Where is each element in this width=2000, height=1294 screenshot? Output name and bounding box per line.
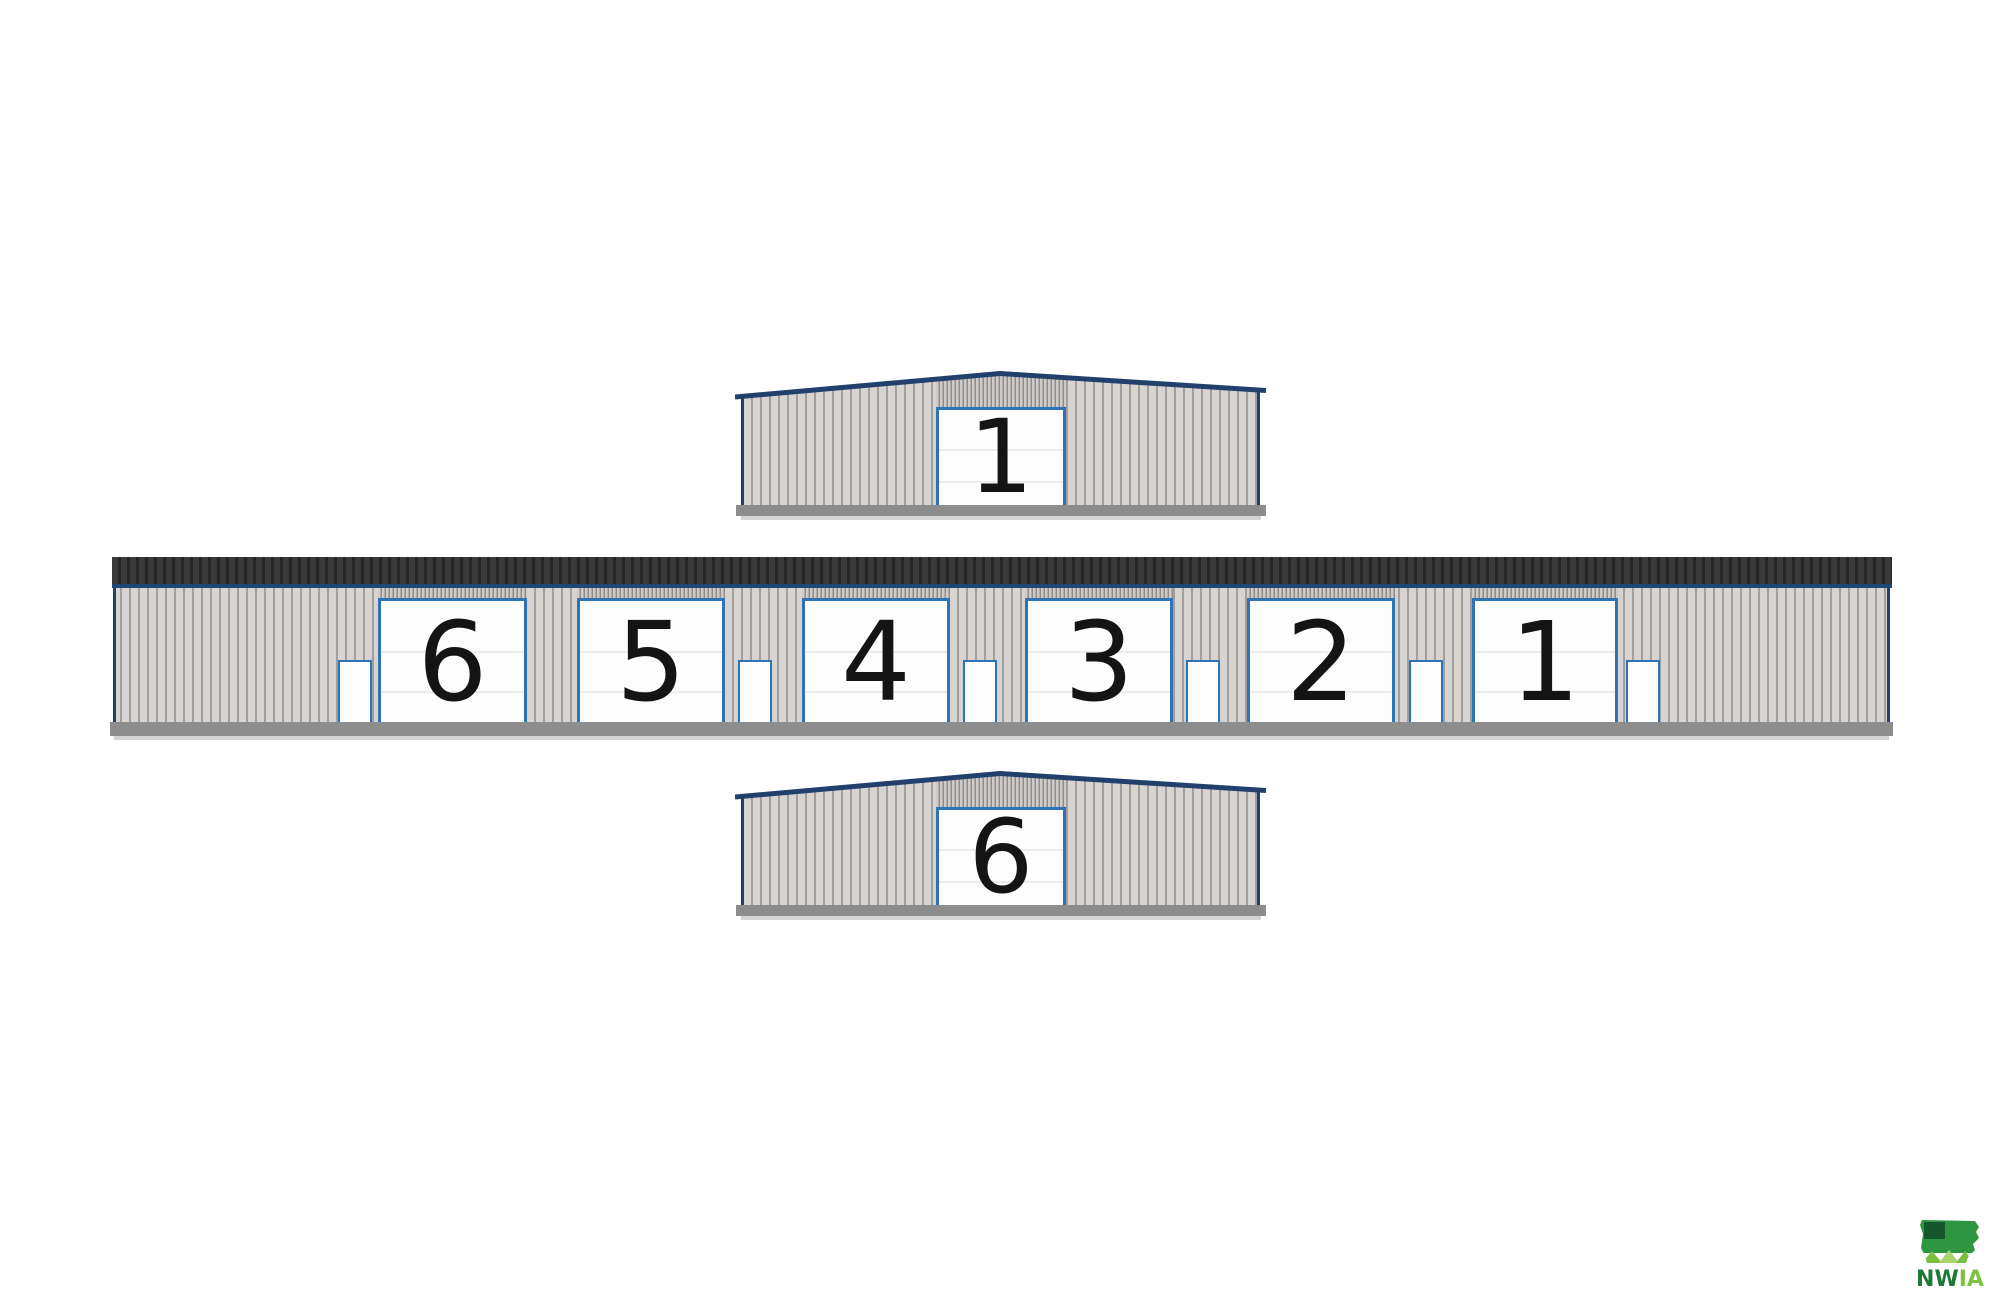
corner-trim-left: [741, 795, 744, 905]
foundation-shadow: [741, 516, 1261, 520]
unit-door-south-end[interactable]: 6: [936, 806, 1066, 908]
foundation-shadow: [741, 916, 1261, 920]
corner-trim-left: [741, 395, 744, 505]
foundation: [736, 905, 1266, 916]
roof-band: [112, 557, 1892, 584]
logo-text: NWIA: [1916, 1267, 1984, 1292]
door-header-siding: [1025, 588, 1173, 598]
foundation-shadow: [114, 736, 1889, 740]
unit-door-north-end[interactable]: 1: [936, 406, 1066, 508]
unit-number: 5: [616, 597, 686, 726]
nw-quadrant: [1924, 1222, 1945, 1239]
corner-trim-right: [1257, 792, 1260, 905]
unit-number: 6: [417, 597, 488, 726]
unit-door-4[interactable]: 4: [802, 598, 950, 722]
door-header-siding: [378, 588, 527, 598]
unit-door-5[interactable]: 5: [577, 598, 725, 722]
man-door: [738, 660, 772, 722]
nwia-logo: NWIA: [1916, 1220, 1984, 1292]
unit-number: 6: [968, 797, 1034, 917]
hill-icon: [1938, 1250, 1960, 1263]
building-end-view-north: 1: [735, 371, 1267, 525]
unit-door-1[interactable]: 1: [1472, 598, 1618, 722]
door-header-siding: [1472, 588, 1618, 598]
door-header-siding: [802, 588, 950, 598]
unit-door-3[interactable]: 3: [1025, 598, 1173, 722]
unit-number: 2: [1286, 597, 1356, 726]
roof-trim-line: [112, 584, 1892, 588]
hill-icon: [1921, 1251, 1943, 1263]
man-door: [338, 660, 372, 722]
corner-trim-right: [1887, 588, 1890, 722]
man-door: [1409, 660, 1443, 722]
iowa-state-icon: [1920, 1220, 1979, 1263]
foundation: [736, 505, 1266, 516]
unit-door-2[interactable]: 2: [1247, 598, 1395, 722]
unit-door-6[interactable]: 6: [378, 598, 527, 722]
foundation: [110, 722, 1893, 736]
unit-number: 1: [968, 397, 1034, 517]
man-door: [1186, 660, 1220, 722]
unit-number: 1: [1510, 597, 1580, 726]
building-end-view-south: 6: [735, 771, 1267, 925]
unit-number: 3: [1064, 597, 1134, 726]
corner-trim-right: [1257, 392, 1260, 505]
unit-number: 4: [841, 597, 911, 726]
man-door: [963, 660, 997, 722]
corner-trim-left: [113, 588, 116, 722]
door-header-siding: [1247, 588, 1395, 598]
door-header-siding: [577, 588, 725, 598]
man-door: [1626, 660, 1660, 722]
building-side-view: 6 5 4 3 2 1: [110, 557, 1893, 742]
